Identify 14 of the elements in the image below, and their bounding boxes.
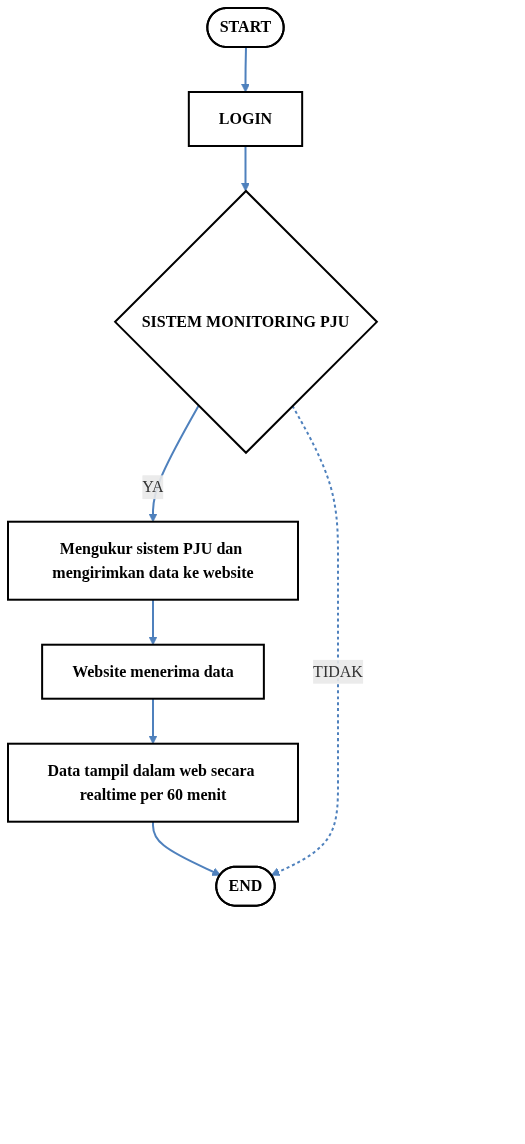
arrow	[152, 820, 221, 876]
node-diamond: SISTEM MONITORING PJU	[113, 189, 379, 455]
node-box: LOGIN	[187, 91, 304, 147]
arrow	[271, 404, 339, 876]
node-box: Data tampil dalam web secara realtime per 60 menit	[7, 742, 299, 823]
arrow	[241, 145, 250, 192]
node-box: Mengukur sistem PJU dan mengirimkan data ke website	[7, 520, 299, 601]
edge-label: YA	[142, 478, 164, 496]
edge-label: TIDAK	[313, 662, 363, 680]
node-box: Website menerima data	[41, 643, 265, 700]
arrow	[148, 697, 158, 745]
arrow	[241, 46, 250, 93]
arrow	[148, 404, 200, 523]
arrow	[148, 598, 158, 646]
